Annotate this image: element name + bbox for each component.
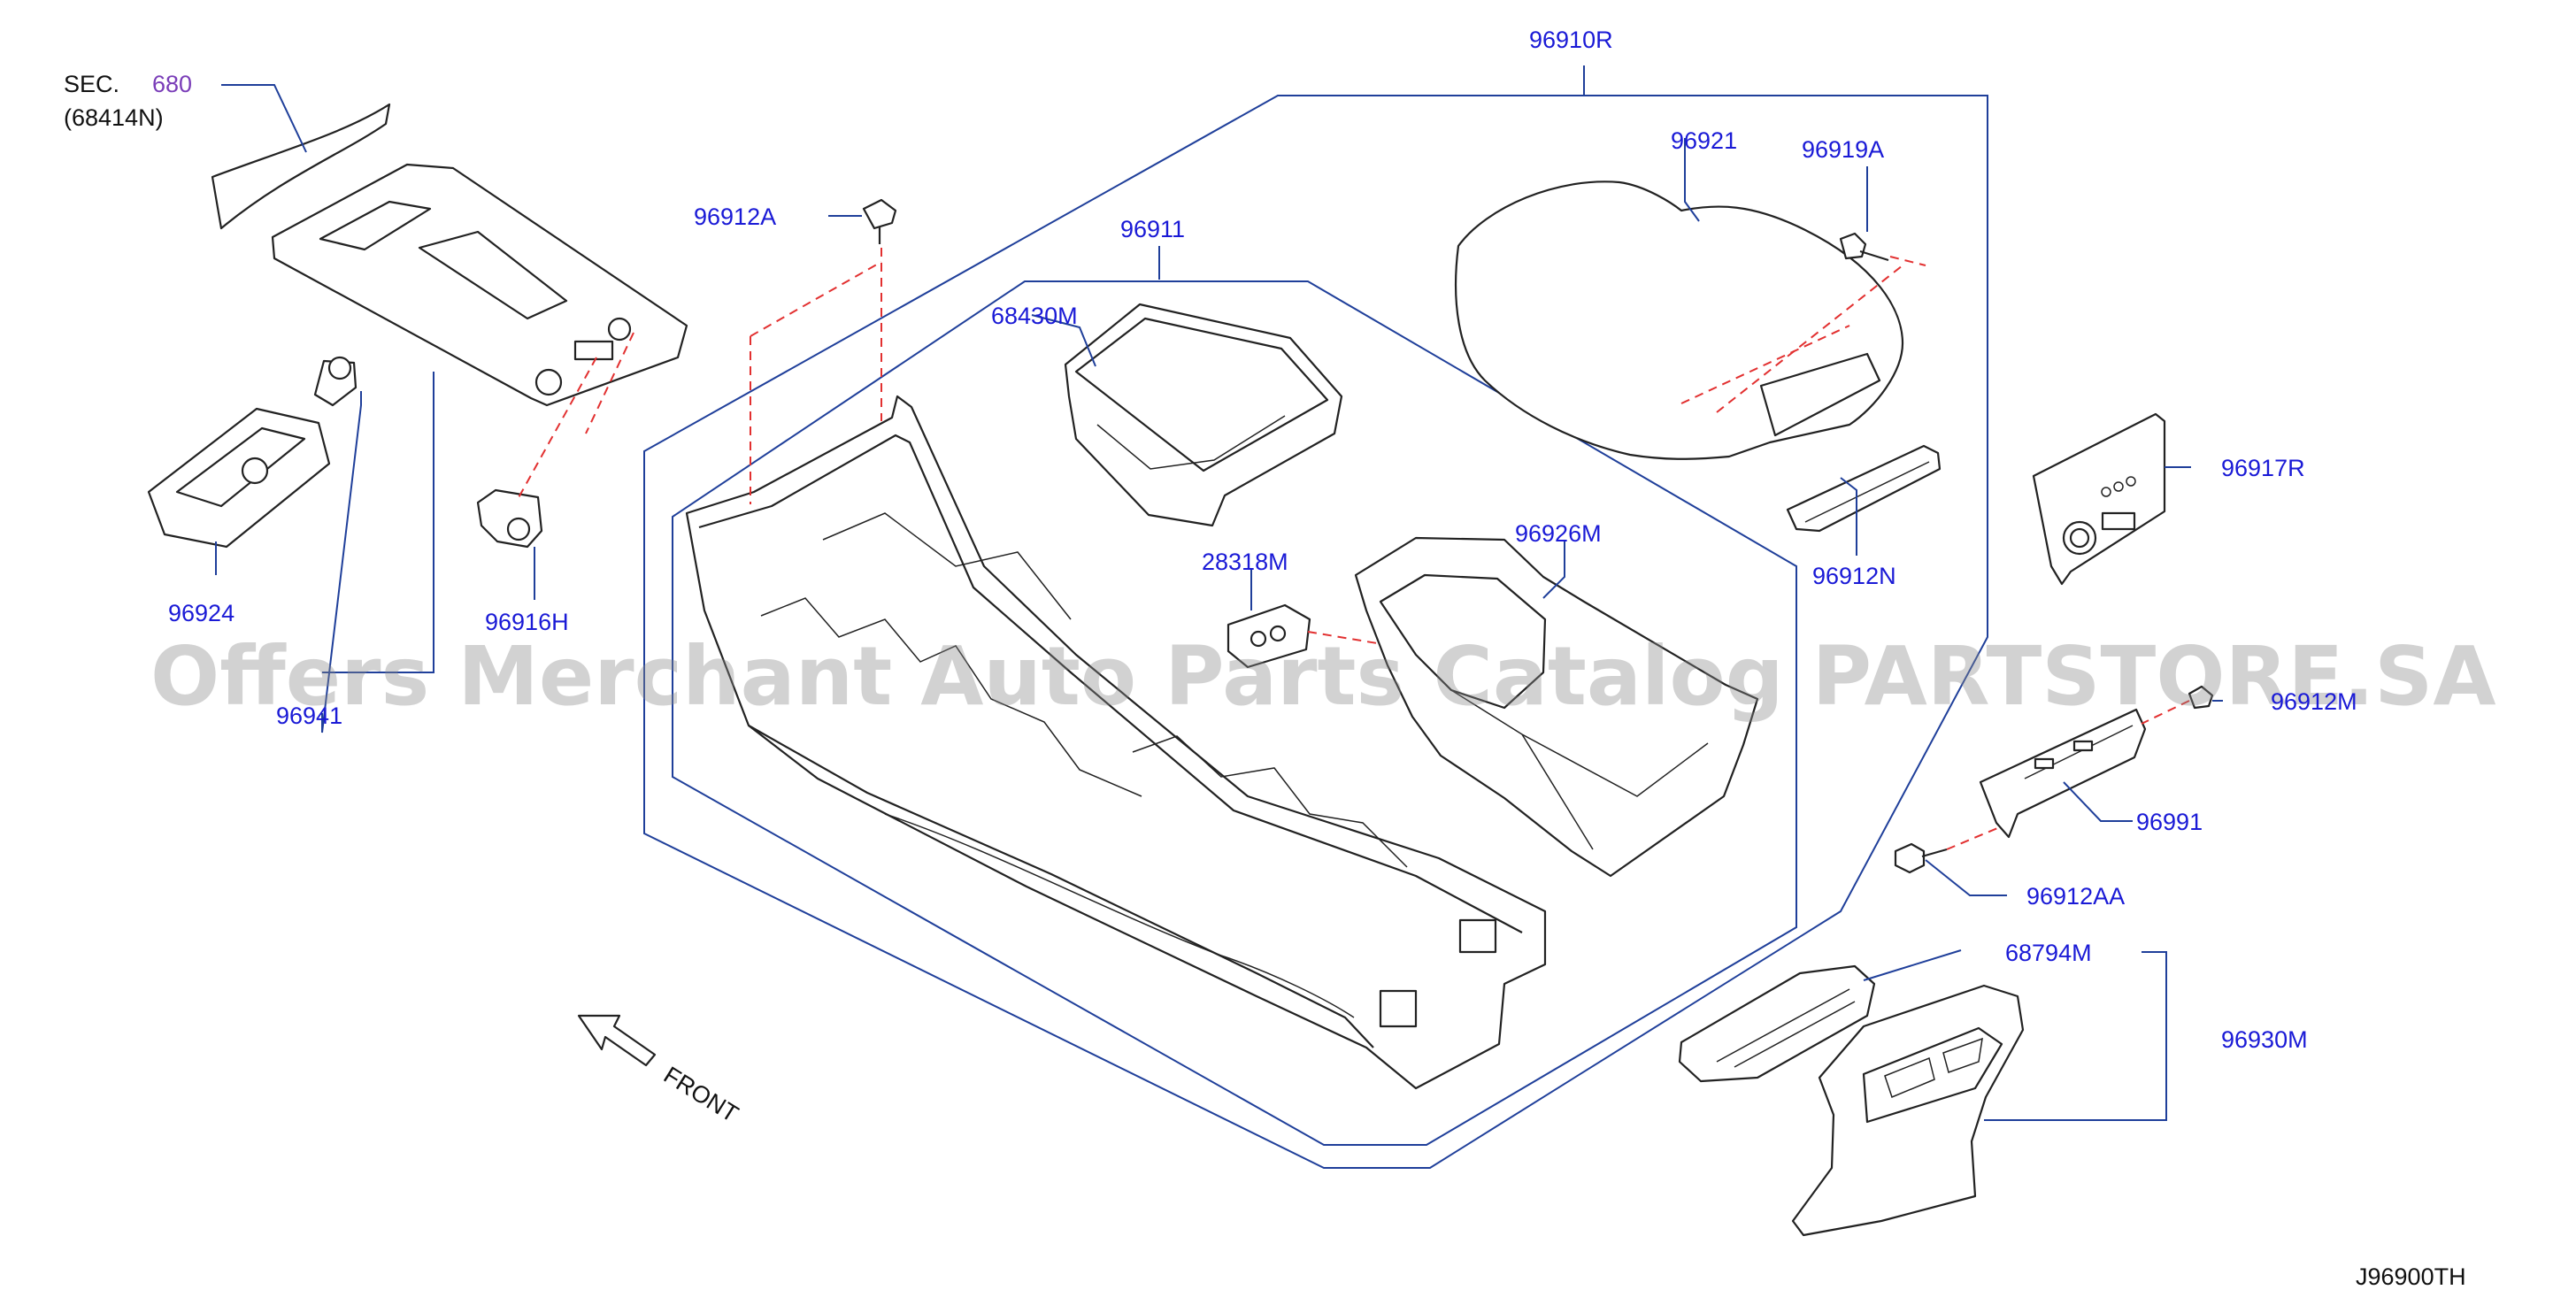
label-96912n[interactable]: 96912N — [1812, 563, 1896, 589]
label-96991[interactable]: 96991 — [2136, 809, 2203, 835]
part-96926m-bracket — [1354, 536, 1759, 878]
front-label: FRONT — [659, 1062, 743, 1128]
label-96924[interactable]: 96924 — [168, 600, 235, 626]
label-68430m[interactable]: 68430M — [991, 303, 1078, 329]
label-96916h[interactable]: 96916H — [485, 609, 569, 635]
label-sec-prefix: SEC. — [64, 71, 119, 97]
part-96941-shifter-finisher — [271, 163, 688, 407]
label-96917r[interactable]: 96917R — [2221, 455, 2305, 481]
part-96917r-panel — [2032, 412, 2166, 586]
label-96930m[interactable]: 96930M — [2221, 1026, 2308, 1053]
part-96930m-rear-finisher — [1791, 984, 2025, 1237]
part-96921-console-lid — [1454, 180, 1904, 460]
label-96921[interactable]: 96921 — [1671, 127, 1737, 154]
diagram-code: J96900TH — [2356, 1263, 2466, 1290]
part-68794m-vent-grille — [1678, 964, 1876, 1083]
part-96912a-clip — [862, 198, 897, 244]
label-96919a[interactable]: 96919A — [1802, 136, 1884, 163]
assembly-box-96910r — [643, 95, 1988, 1169]
label-sec-number: 680 — [152, 71, 192, 97]
label-68794m[interactable]: 68794M — [2005, 940, 2092, 966]
part-96991-bracket — [1979, 708, 2147, 839]
watermark: Offers Merchant Auto Parts Catalog PARTS… — [150, 629, 2496, 724]
sec-680-trim-strip — [211, 103, 391, 230]
label-96912a[interactable]: 96912A — [694, 203, 776, 230]
part-96912m-screw — [2188, 685, 2214, 710]
part-96924-ash-tray — [147, 356, 358, 549]
part-96912n-trim — [1786, 444, 1942, 533]
label-96912m[interactable]: 96912M — [2271, 688, 2357, 715]
part-96919a-screw — [1839, 232, 1889, 262]
label-96911[interactable]: 96911 — [1120, 216, 1185, 242]
label-96912aa[interactable]: 96912AA — [2026, 883, 2125, 910]
label-96941[interactable]: 96941 — [276, 703, 342, 729]
label-96926m[interactable]: 96926M — [1515, 520, 1602, 547]
front-arrow — [577, 1014, 657, 1067]
assembly-box-96911 — [672, 280, 1797, 1146]
label-96910r[interactable]: 96910R — [1529, 27, 1613, 53]
part-96912aa-bolt — [1894, 842, 1948, 874]
part-68430m-storage-box — [1064, 303, 1343, 527]
leader-lines — [215, 65, 2223, 1121]
part-96916h-switch — [476, 488, 543, 549]
label-28318m[interactable]: 28318M — [1202, 549, 1288, 575]
label-sec-sub: (68414N) — [64, 104, 164, 131]
part-28318m-connector — [1226, 603, 1311, 669]
part-96911-console-body — [685, 395, 1547, 1090]
